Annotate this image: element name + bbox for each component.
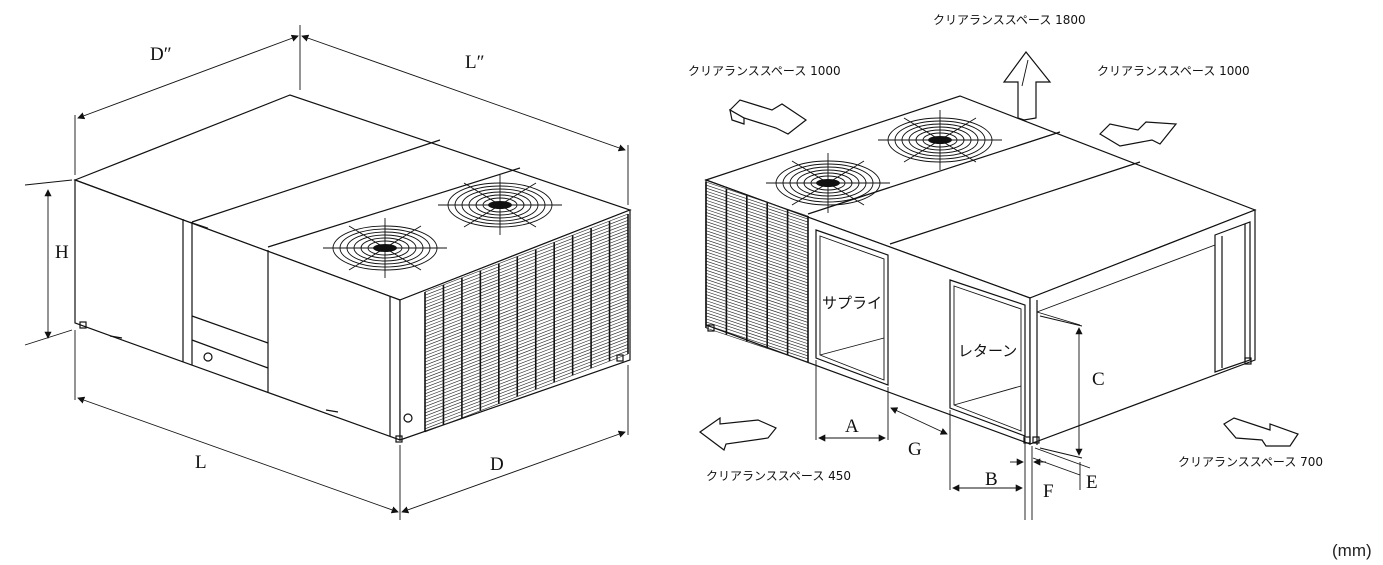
- supply-opening: [815, 229, 889, 386]
- dim-label-f: F: [1043, 481, 1054, 502]
- dim-label-h: H: [55, 242, 69, 263]
- right-fan-1-icon: [766, 153, 890, 213]
- left-fan-2-icon: [438, 175, 562, 235]
- supply-label: サプライ: [822, 294, 882, 312]
- left-unit-view: D″ L″ H L D: [24, 25, 632, 520]
- clearance-arrow-upper-right: [1099, 121, 1178, 147]
- clearance-bottom-right-label: クリアランススペース 700: [1178, 455, 1323, 469]
- dim-label-a: A: [845, 416, 859, 437]
- clearance-arrow-up: [1002, 51, 1052, 121]
- clearance-top-label: クリアランススペース 1800: [933, 13, 1086, 27]
- dim-label-e: E: [1086, 472, 1098, 493]
- unit-label: (mm): [1332, 541, 1372, 560]
- return-opening: [949, 279, 1026, 437]
- dim-label-b: B: [985, 469, 998, 490]
- dim-label-g: G: [908, 439, 922, 460]
- dim-label-c: C: [1092, 369, 1105, 390]
- right-fan-2-icon: [878, 110, 1002, 170]
- clearance-arrow-upper-left: [729, 99, 808, 135]
- dim-label-l-top: L″: [465, 52, 485, 73]
- clearance-arrow-lower-right: [1223, 417, 1299, 447]
- left-fan-1-icon: [323, 218, 447, 278]
- dim-label-d-top: D″: [150, 44, 172, 65]
- clearance-upper-left-label: クリアランススペース 1000: [688, 64, 841, 78]
- clearance-upper-right-label: クリアランススペース 1000: [1097, 64, 1250, 78]
- right-unit-view: サプライ レターン C A G B F E: [688, 13, 1323, 520]
- dim-label-d: D: [490, 454, 504, 475]
- return-label: レターン: [958, 342, 1017, 360]
- dim-label-l: L: [195, 452, 207, 473]
- left-condenser-grille: [424, 213, 629, 433]
- clearance-arrow-lower-left: [698, 416, 777, 451]
- right-side-face: [1029, 209, 1256, 445]
- clearance-bottom-left-label: クリアランススペース 450: [706, 469, 851, 483]
- right-condenser-grille: [705, 181, 809, 363]
